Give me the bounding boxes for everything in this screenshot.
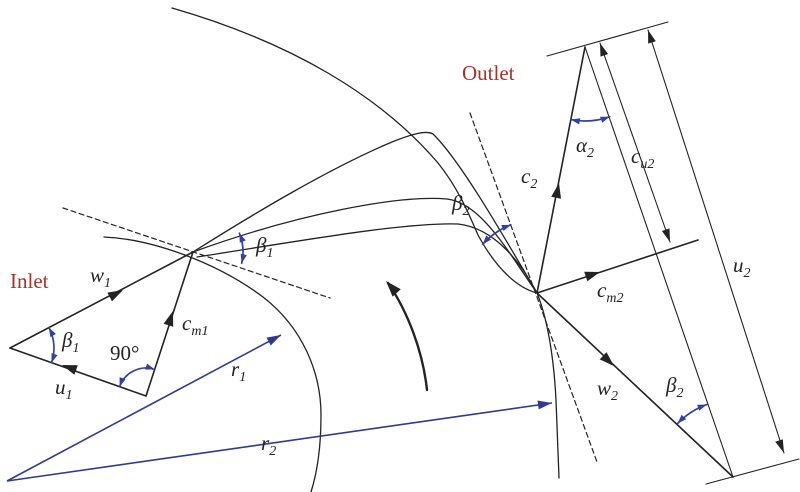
r2-arrowhead-icon: [537, 400, 552, 410]
beta1-triangle-label: β1: [61, 328, 79, 356]
cm2-label: cm2: [597, 278, 623, 306]
blade-curve-upper: [192, 131, 538, 294]
u2-side-line: [584, 46, 734, 478]
beta2-triangle-angle-arc: [676, 403, 708, 425]
outlet-velocity-triangle: [536, 21, 800, 485]
rotation-arrowhead-icon: [386, 281, 401, 297]
alpha2-label: α2: [576, 133, 594, 161]
r1-label: r1: [231, 357, 246, 385]
beta2-triangle-label: β2: [665, 373, 683, 401]
u2-dimension-line: [647, 29, 785, 454]
outlet-tangent-dashed-line: [469, 112, 598, 463]
beta1-blade-label: β1: [255, 233, 273, 261]
r2-label: r2: [261, 431, 276, 459]
beta2-blade-label: β2: [451, 191, 469, 219]
w2-arrowhead-icon: [599, 352, 614, 366]
beta2-blade-angle-arc: [481, 223, 512, 246]
blade-curve-mid: [192, 197, 538, 294]
cm1-label: cm1: [182, 311, 208, 339]
c2-arrowhead-icon: [551, 183, 561, 199]
top-extension-line: [546, 21, 669, 57]
w1-label: w1: [90, 263, 111, 291]
c2-vector: [536, 46, 586, 294]
cm2-vector: [536, 239, 699, 294]
u1-label: u1: [55, 375, 73, 403]
inlet-tangent-dashed-line: [62, 207, 331, 299]
c2-label: c2: [521, 164, 537, 192]
u2-dim-bottom-arrowhead-icon: [775, 439, 784, 453]
outer-circle-arc: [171, 7, 538, 294]
inlet-velocity-triangle: [9, 251, 194, 397]
cm2-arrowhead-icon: [584, 271, 600, 282]
u1-vector: [9, 347, 147, 397]
u2-label: u2: [733, 253, 751, 281]
beta1-blade-angle-arc: [238, 232, 247, 265]
w1-vector: [9, 251, 194, 349]
cu2-label: cu2: [631, 144, 654, 172]
outlet-label: Outlet: [462, 61, 515, 85]
outer-circle-arc-lower: [536, 292, 560, 479]
bottom-extension-line: [705, 458, 800, 485]
w2-label: w2: [597, 376, 618, 404]
r1-vector: [6, 334, 282, 482]
right-angle-arc: [118, 363, 156, 388]
rotation-arrow: [386, 281, 429, 392]
cu2-dim-top-arrowhead-icon: [600, 43, 609, 57]
blade-curve-lower: [196, 223, 538, 294]
cu2-dim-bottom-arrowhead-icon: [661, 228, 670, 242]
beta1-triangle-angle-arc: [48, 326, 58, 364]
inner-circle-arc: [103, 236, 322, 492]
w1-arrowhead-icon: [107, 290, 123, 302]
alpha2-angle-arc: [570, 115, 611, 125]
cu2-dimension-line: [599, 42, 671, 243]
u2-dim-top-arrowhead-icon: [648, 30, 656, 44]
u1-arrowhead-icon: [62, 365, 78, 375]
r1-arrowhead-icon: [266, 335, 281, 346]
w2-vector: [536, 292, 734, 478]
cm1-arrowhead-icon: [163, 311, 174, 327]
r2-vector: [6, 400, 553, 482]
right-angle-label: 90°: [110, 341, 139, 365]
inlet-label: Inlet: [10, 269, 49, 293]
